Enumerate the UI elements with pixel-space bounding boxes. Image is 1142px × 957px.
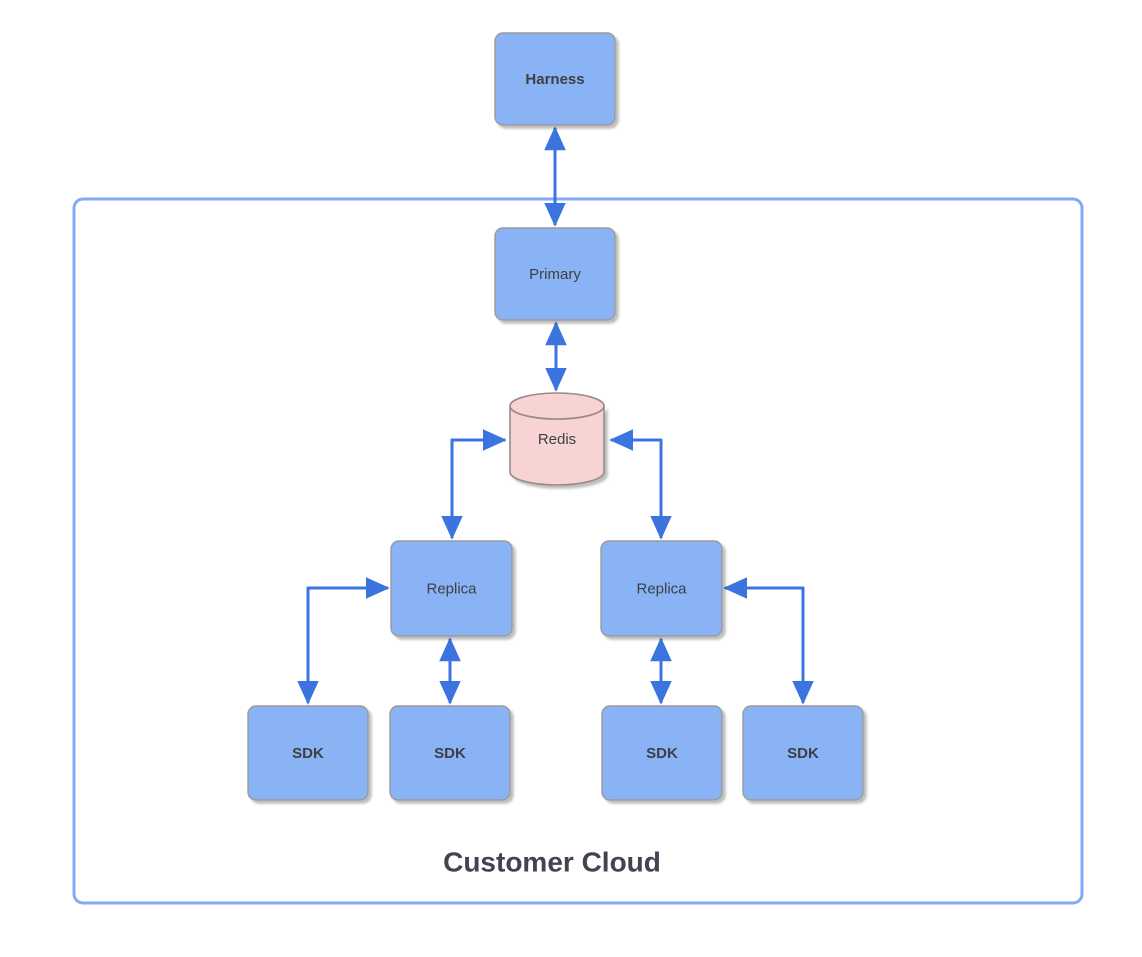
node-label-harness: Harness <box>525 71 584 88</box>
node-redis[interactable]: Redis <box>509 392 605 486</box>
node-sdk-2[interactable]: SDK <box>389 705 511 801</box>
node-sdk-1[interactable]: SDK <box>247 705 369 801</box>
node-box <box>742 705 864 801</box>
node-box <box>389 705 511 801</box>
node-box <box>494 32 616 126</box>
node-replica-right[interactable]: Replica <box>600 540 723 637</box>
node-box <box>600 540 723 637</box>
node-replica-left[interactable]: Replica <box>390 540 513 637</box>
node-harness[interactable]: Harness <box>494 32 616 126</box>
node-box <box>494 227 616 321</box>
boundary-label: Customer Cloud <box>443 846 661 877</box>
node-label-redis: Redis <box>538 431 576 448</box>
node-box <box>390 540 513 637</box>
node-label-sdk-4: SDK <box>787 745 819 762</box>
node-label-replica-left: Replica <box>426 580 477 597</box>
node-label-primary: Primary <box>529 266 581 283</box>
cylinder-top <box>509 392 605 420</box>
boundary-rect <box>72 197 1084 905</box>
node-box <box>247 705 369 801</box>
edge-replicaright-sdk4 <box>725 586 814 705</box>
node-primary[interactable]: Primary <box>494 227 616 321</box>
node-label-sdk-2: SDK <box>434 745 466 762</box>
node-label-sdk-3: SDK <box>646 745 678 762</box>
node-label-replica-right: Replica <box>636 580 687 597</box>
node-label-sdk-1: SDK <box>292 745 324 762</box>
edge-replicaleft-redis <box>450 429 507 538</box>
customer-cloud-boundary: Customer Cloud <box>72 197 1084 905</box>
edge-replicaright-redis <box>609 429 663 538</box>
node-sdk-4[interactable]: SDK <box>742 705 864 801</box>
node-box <box>601 705 723 801</box>
node-sdk-3[interactable]: SDK <box>601 705 723 801</box>
edge-replicaleft-sdk1 <box>297 586 388 705</box>
edges-layer <box>297 126 814 705</box>
